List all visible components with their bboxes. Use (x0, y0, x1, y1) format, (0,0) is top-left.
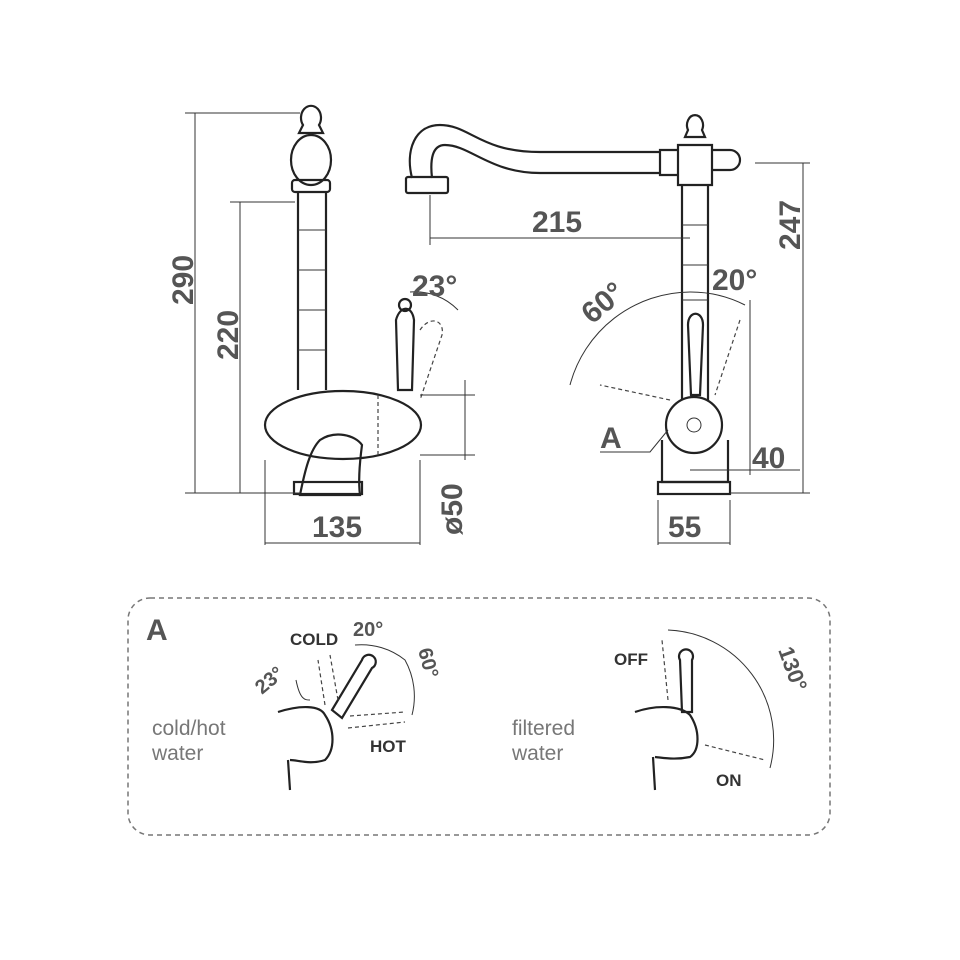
off-label: OFF (614, 650, 648, 669)
dim-height-total: 290 (167, 255, 200, 305)
dim-diameter: ø50 (436, 483, 469, 535)
cold-hot-detail: COLD HOT 20° 23° 60° cold/hot water (151, 619, 442, 791)
angle-hot: 60° (413, 646, 442, 681)
detail-a-title: A (146, 614, 168, 647)
on-label: ON (716, 771, 742, 790)
angle-cold: 20° (353, 619, 383, 641)
detail-a-panel: A COLD HOT 20° 23° 60° cold/hot water OF… (127, 597, 831, 836)
front-view-dimensions: 215 247 60° 20° A 40 55 (429, 162, 810, 545)
dim-base-width: 55 (668, 511, 701, 544)
side-view-dimensions: 290 220 23° 135 ø50 (167, 112, 475, 545)
dim-angle-left: 60° (575, 276, 631, 330)
filtered-detail: OFF ON 130° filtered water (511, 629, 812, 791)
angle-back: 23° (251, 663, 288, 699)
cold-hot-caption-2: water (151, 742, 203, 765)
angle-filtered: 130° (773, 643, 812, 694)
hot-label: HOT (370, 737, 407, 756)
cold-hot-caption-1: cold/hot (152, 717, 226, 740)
dim-height: 247 (774, 200, 807, 250)
cold-label: COLD (290, 630, 338, 649)
filtered-caption-1: filtered (512, 717, 575, 740)
side-view-faucet (263, 104, 443, 497)
detail-marker: A (600, 422, 622, 455)
dim-handle-angle: 23° (412, 270, 457, 303)
dim-width: 135 (312, 511, 362, 544)
front-view-faucet (404, 114, 742, 496)
filtered-caption-2: water (511, 742, 563, 765)
dim-height-spout: 220 (212, 310, 245, 360)
dim-angle-right: 20° (712, 264, 757, 297)
dim-reach: 215 (532, 206, 582, 239)
dim-offset: 40 (752, 442, 785, 475)
